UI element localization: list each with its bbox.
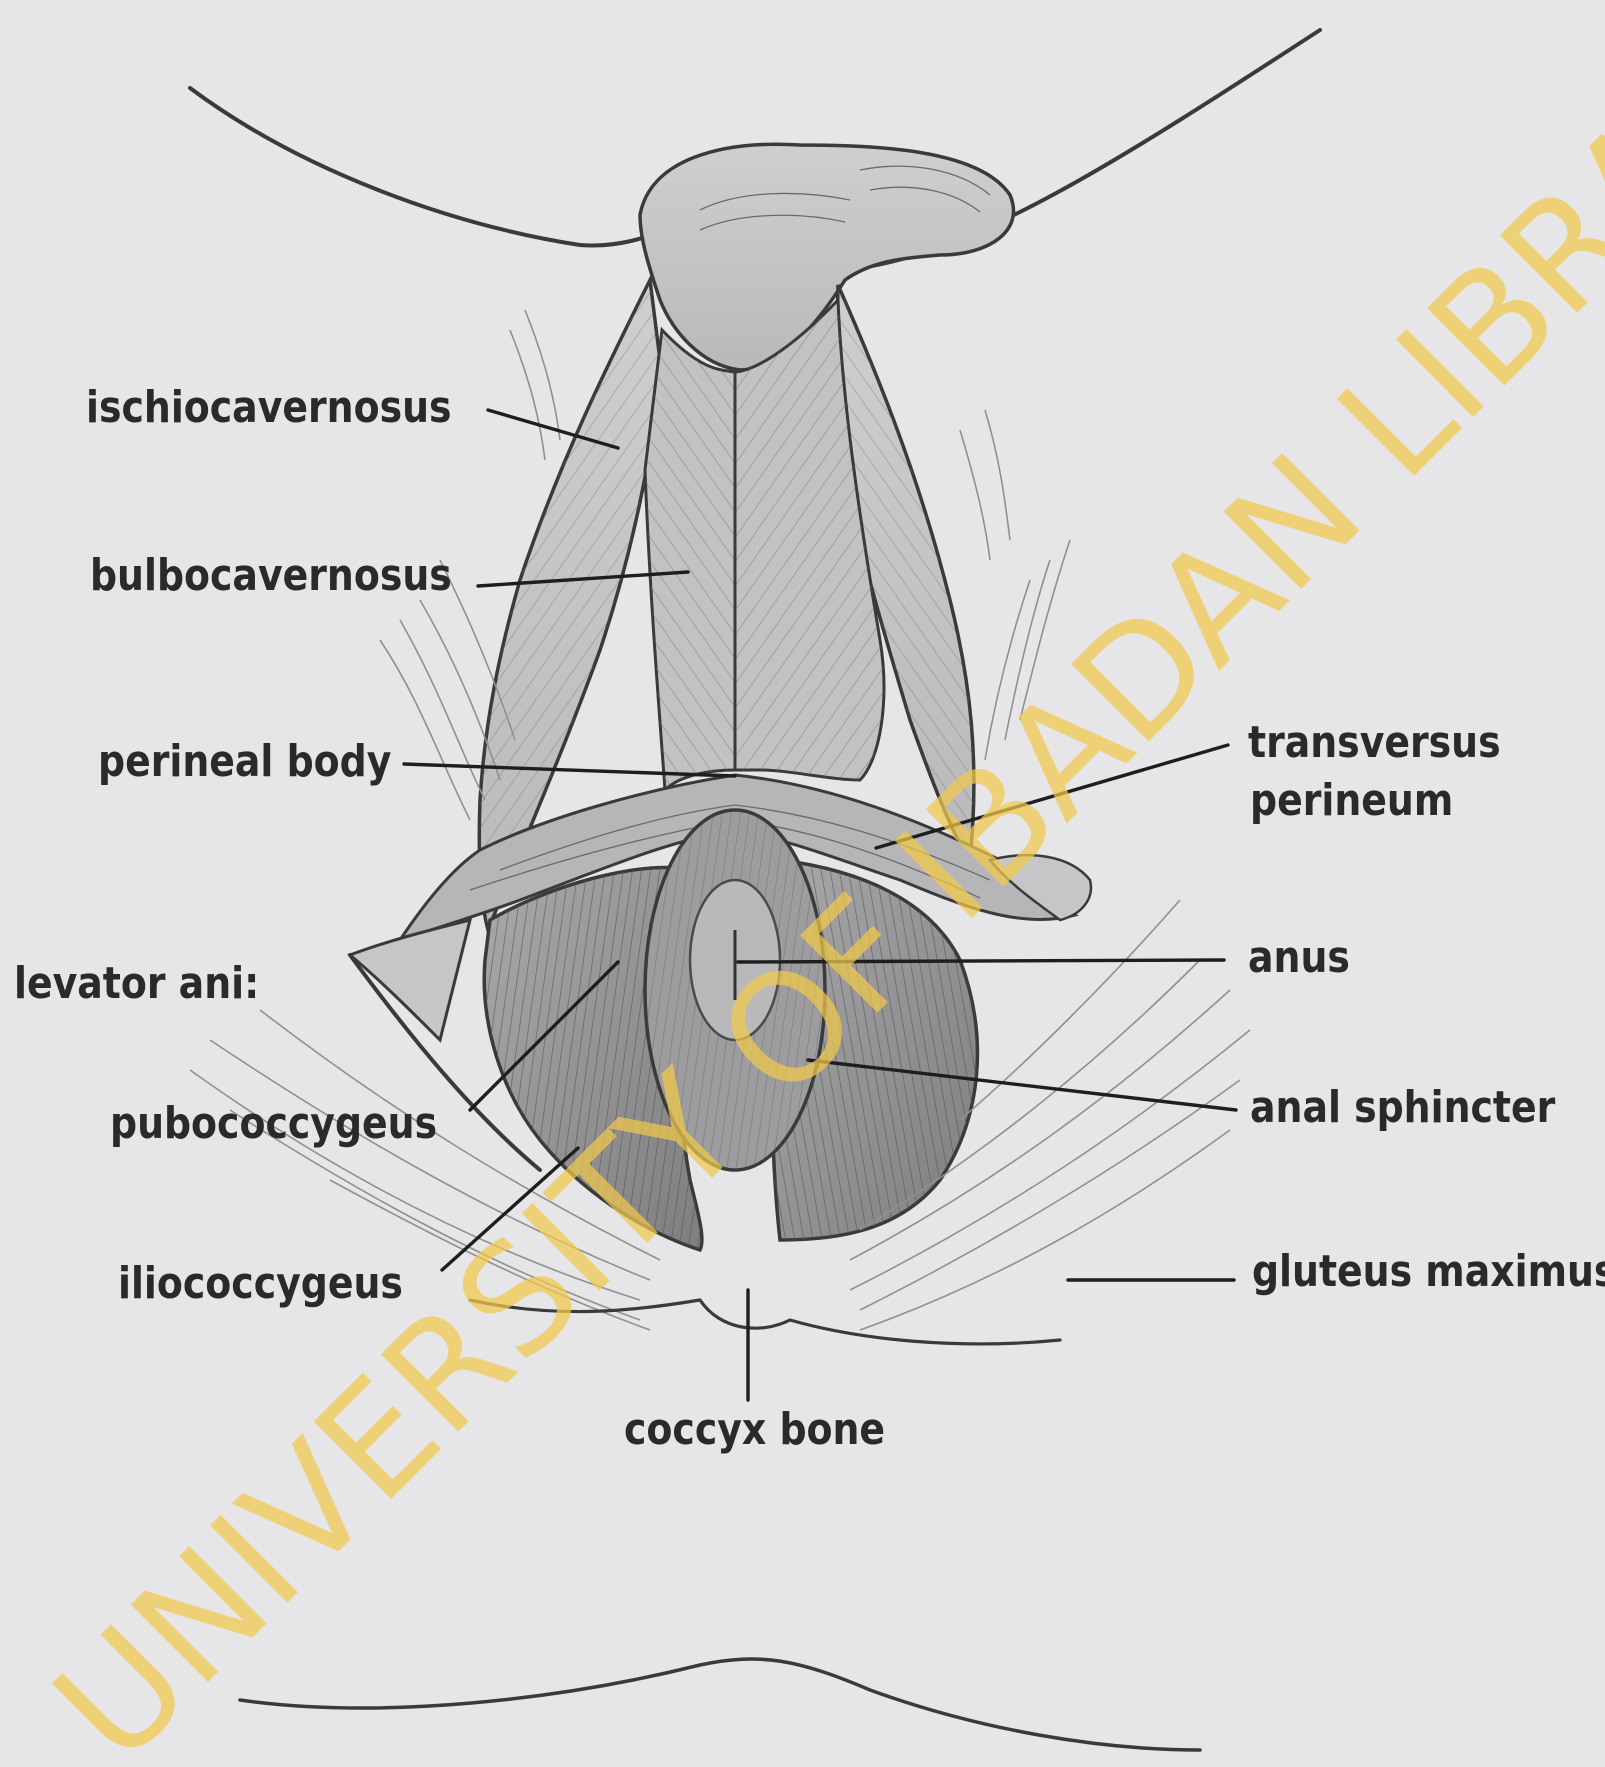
label-coccyx-bone: coccyx bone: [624, 1403, 885, 1454]
label-anus: anus: [1248, 931, 1350, 982]
label-ischiocavernosus: ischiocavernosus: [86, 381, 452, 432]
label-gluteus-maximus: gluteus maximus: [1252, 1245, 1605, 1296]
label-transversus-perineum-line1: transversus: [1248, 716, 1501, 767]
label-perineal-body: perineal body: [98, 735, 391, 786]
label-bulbocavernosus: bulbocavernosus: [90, 549, 452, 600]
label-pubococcygeus: pubococcygeus: [110, 1097, 437, 1148]
label-iliococcygeus: iliococcygeus: [118, 1257, 403, 1308]
label-levator-ani: levator ani:: [14, 957, 259, 1008]
lower-body-contour: [240, 1659, 1200, 1750]
label-transversus-perineum-line2: perineum: [1250, 774, 1453, 825]
label-anal-sphincter: anal sphincter: [1250, 1081, 1556, 1132]
